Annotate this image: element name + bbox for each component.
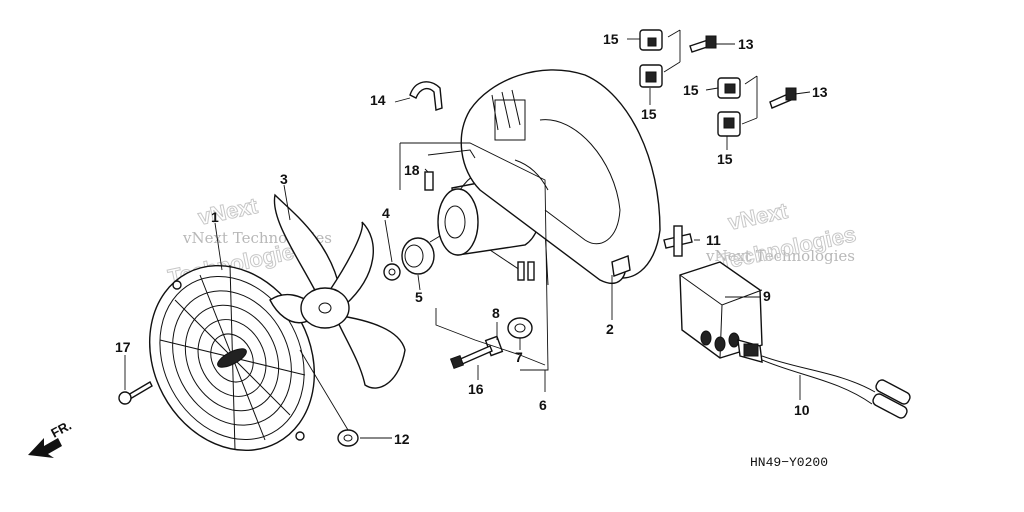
svg-text:vNext: vNext — [726, 198, 790, 235]
relay-unit — [679, 261, 763, 359]
callout-1: 1 — [211, 209, 219, 225]
callout-15-a: 15 — [603, 31, 619, 47]
nut — [337, 429, 359, 447]
breather-tube — [424, 149, 476, 191]
front-label: FR. — [48, 418, 74, 441]
callout-14: 14 — [370, 92, 386, 108]
callout-5: 5 — [415, 289, 423, 305]
callout-11: 11 — [706, 232, 721, 248]
callout-9: 9 — [763, 288, 771, 304]
callout-15-b: 15 — [641, 106, 657, 122]
clip-2 — [639, 64, 663, 88]
callout-7: 7 — [515, 349, 523, 365]
callout-13-lower: 13 — [812, 84, 828, 100]
callout-13-upper: 13 — [738, 36, 754, 52]
callout-12: 12 — [394, 431, 410, 447]
callout-4: 4 — [382, 205, 390, 221]
wire-clamp — [409, 81, 443, 111]
callout-16: 16 — [468, 381, 484, 397]
callout-15-c: 15 — [683, 82, 699, 98]
callout-10: 10 — [794, 402, 810, 418]
tapping-screw — [118, 381, 153, 405]
fan-shroud — [460, 69, 661, 284]
callout-labels: 1 2 3 4 5 6 7 8 9 10 11 12 13 13 14 15 1… — [115, 31, 828, 447]
svg-text:vNext: vNext — [196, 193, 260, 230]
diagram-code: HN49−Y0200 — [750, 455, 828, 470]
grommet — [507, 317, 533, 339]
bolt-13-lower — [769, 87, 797, 109]
callout-15-d: 15 — [717, 151, 733, 167]
fan-blade — [269, 193, 406, 389]
clip-1 — [639, 29, 663, 51]
leader-lines — [124, 29, 811, 439]
callout-2: 2 — [606, 321, 614, 337]
watermark-right: vNext Technologies Technologies vNext — [705, 197, 859, 275]
svg-text:vNext Technologies: vNext Technologies — [705, 247, 855, 265]
callout-3: 3 — [280, 171, 288, 187]
fan-guard — [148, 264, 316, 452]
connector-fitting — [663, 225, 693, 257]
flange-bolt — [449, 345, 493, 370]
callout-8: 8 — [492, 305, 500, 321]
clip-3 — [717, 77, 741, 99]
bolt-13-upper — [689, 35, 717, 53]
front-arrow: FR. — [28, 418, 74, 458]
collar — [401, 237, 435, 275]
callout-18: 18 — [404, 162, 420, 178]
wire-harness — [737, 339, 911, 419]
callout-6: 6 — [539, 397, 547, 413]
clip-4 — [717, 111, 741, 137]
callout-17: 17 — [115, 339, 131, 355]
bushing — [383, 263, 401, 281]
